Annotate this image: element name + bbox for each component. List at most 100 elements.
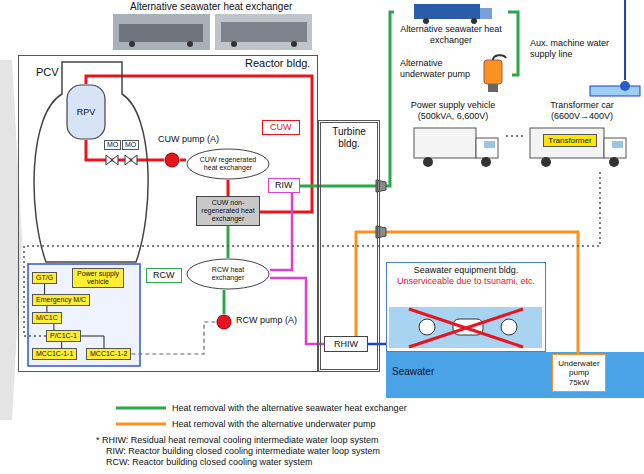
- supply-line-label: Aux. machine water supply line: [530, 38, 616, 60]
- power-cable: [131, 322, 216, 354]
- vehicle-icon: Alternative seawater heat exchanger: [394, 2, 508, 50]
- node-label: Unserviceable due to tsunami, etc.: [390, 276, 542, 287]
- pump-symbol: [501, 319, 517, 335]
- truck-cab: [476, 138, 498, 158]
- valve-tag: MO: [104, 140, 121, 150]
- pump-symbol: RCW pump (A): [216, 314, 232, 330]
- photo-caption: Alternative seawater heat exchanger: [130, 1, 292, 13]
- node-label: Alternative seawater heat exchanger: [394, 24, 508, 46]
- legend-line: [116, 407, 166, 410]
- cab-window: [612, 141, 623, 148]
- node-label: Transformer car (6600V→400V): [524, 100, 640, 122]
- node-label: MCC1C-1-2: [90, 350, 127, 358]
- switchgear-box: MCC1C-1-2: [86, 348, 131, 360]
- switchgear-box: Power supply vehicle: [72, 268, 124, 288]
- photo-trailer: [119, 24, 203, 42]
- intake-pipe: [368, 343, 386, 346]
- photo: [215, 14, 312, 50]
- photo-wheel: [129, 41, 135, 47]
- heat-exchanger: RCW heat exchanger: [186, 258, 270, 290]
- node-label: P/C1C-1: [50, 332, 77, 340]
- node-label: MCC1C-1-1: [36, 350, 73, 358]
- intermediate-pipe: [270, 278, 324, 344]
- photo: [113, 14, 210, 50]
- valve-symbol: [106, 155, 118, 165]
- node-label: Transformer: [543, 134, 596, 148]
- node-label: CUW regenerated heat exchanger: [197, 156, 259, 173]
- cab-window: [484, 141, 495, 148]
- node-label: RHIW: [334, 339, 358, 350]
- node-label: Emergency M/C: [36, 296, 86, 304]
- node-label: 75kW: [569, 378, 589, 387]
- bus-line: [81, 336, 104, 348]
- node-label: Turbine bldg.: [323, 126, 375, 150]
- switchgear-box: M/C1C: [32, 312, 62, 324]
- note-text: RIW: Reactor building closed cooling int…: [106, 446, 380, 457]
- switchgear-box: P/C1C-1: [46, 330, 81, 342]
- pump-body: [217, 315, 231, 329]
- system-tag: RCW: [146, 268, 182, 283]
- cooling-pipe: [227, 226, 230, 258]
- pump-hose: [493, 55, 506, 60]
- heat-exchanger: CUW regenerated heat exchanger: [186, 148, 270, 180]
- exchanger-body: [187, 149, 269, 179]
- photo-wheel: [231, 41, 237, 47]
- node-label: RIW: [275, 180, 293, 191]
- containment-vessel: PCVRPV: [32, 62, 150, 262]
- switchgear-box: GT/G: [32, 272, 57, 284]
- supply-tank: [590, 86, 640, 96]
- switchgear-box: MCC1C-1-1: [32, 348, 77, 360]
- pump-box: Underwater pump75kW: [552, 354, 606, 392]
- heat-removal-hose: [508, 12, 518, 75]
- vehicle-icon: Transformer car (6600V→400V) Transformer: [524, 100, 640, 172]
- shape-outline: [164, 152, 180, 168]
- sea-water: [386, 352, 644, 398]
- legend-text: Heat removal with the alternative seawat…: [172, 403, 407, 413]
- node-label: CUW pump (A): [158, 134, 174, 145]
- legend-text: Heat removal with the alternative underw…: [172, 419, 376, 429]
- photo-wheel: [291, 41, 297, 47]
- cleanup-pipe: [86, 76, 312, 212]
- wheel: [423, 157, 433, 167]
- reactor-vessel: RPV: [66, 84, 106, 140]
- legend-row: Heat removal with the alternative underw…: [116, 416, 407, 432]
- system-tag: RIW: [268, 178, 300, 193]
- out-of-service-cross: [409, 309, 523, 347]
- pump-body: [165, 153, 179, 167]
- wheel: [541, 157, 551, 167]
- node-label: M/C1C: [36, 314, 58, 322]
- cooling-pipe: [223, 290, 226, 314]
- vessel-outline: [34, 62, 148, 262]
- pump-symbol: [419, 319, 435, 335]
- note-text: * RHIW: Residual heat removal cooling in…: [96, 435, 378, 446]
- node-label: Alternative underwater pump: [400, 58, 472, 80]
- node-label: GT/G: [36, 274, 53, 282]
- legend-sample: [116, 403, 166, 413]
- node-label: RCW: [153, 270, 175, 281]
- shape-outline: [216, 314, 232, 330]
- node-label: CUW non-regenerated heat exchanger: [199, 199, 257, 223]
- building-box: Seawater equipment bldg.Unserviceable du…: [386, 262, 546, 352]
- intake-water: [389, 307, 542, 348]
- truck-bed: [530, 128, 604, 158]
- legend-sample: [116, 419, 166, 429]
- heat-exchanger: CUW non-regenerated heat exchanger: [196, 196, 260, 226]
- legend-line: [116, 423, 166, 426]
- truck-cab: [604, 138, 626, 158]
- pump-symbol: CUW pump (A): [164, 152, 180, 168]
- node-label: PCV: [36, 66, 154, 79]
- wheel: [609, 157, 619, 167]
- exchanger-body: [187, 259, 269, 289]
- system-tag: RHIW: [324, 336, 368, 352]
- node-label: Underwater pump: [553, 359, 605, 377]
- wheel: [423, 18, 429, 24]
- pump-icon: Alternative underwater pump: [400, 54, 512, 96]
- note-text: RCW: Reactor building closed cooling wat…: [106, 457, 312, 468]
- node-label: RPV: [77, 107, 96, 118]
- trailer-body: [414, 4, 480, 19]
- power-cable: [506, 135, 524, 137]
- power-panel: [28, 264, 140, 366]
- supply-pump: [620, 81, 630, 91]
